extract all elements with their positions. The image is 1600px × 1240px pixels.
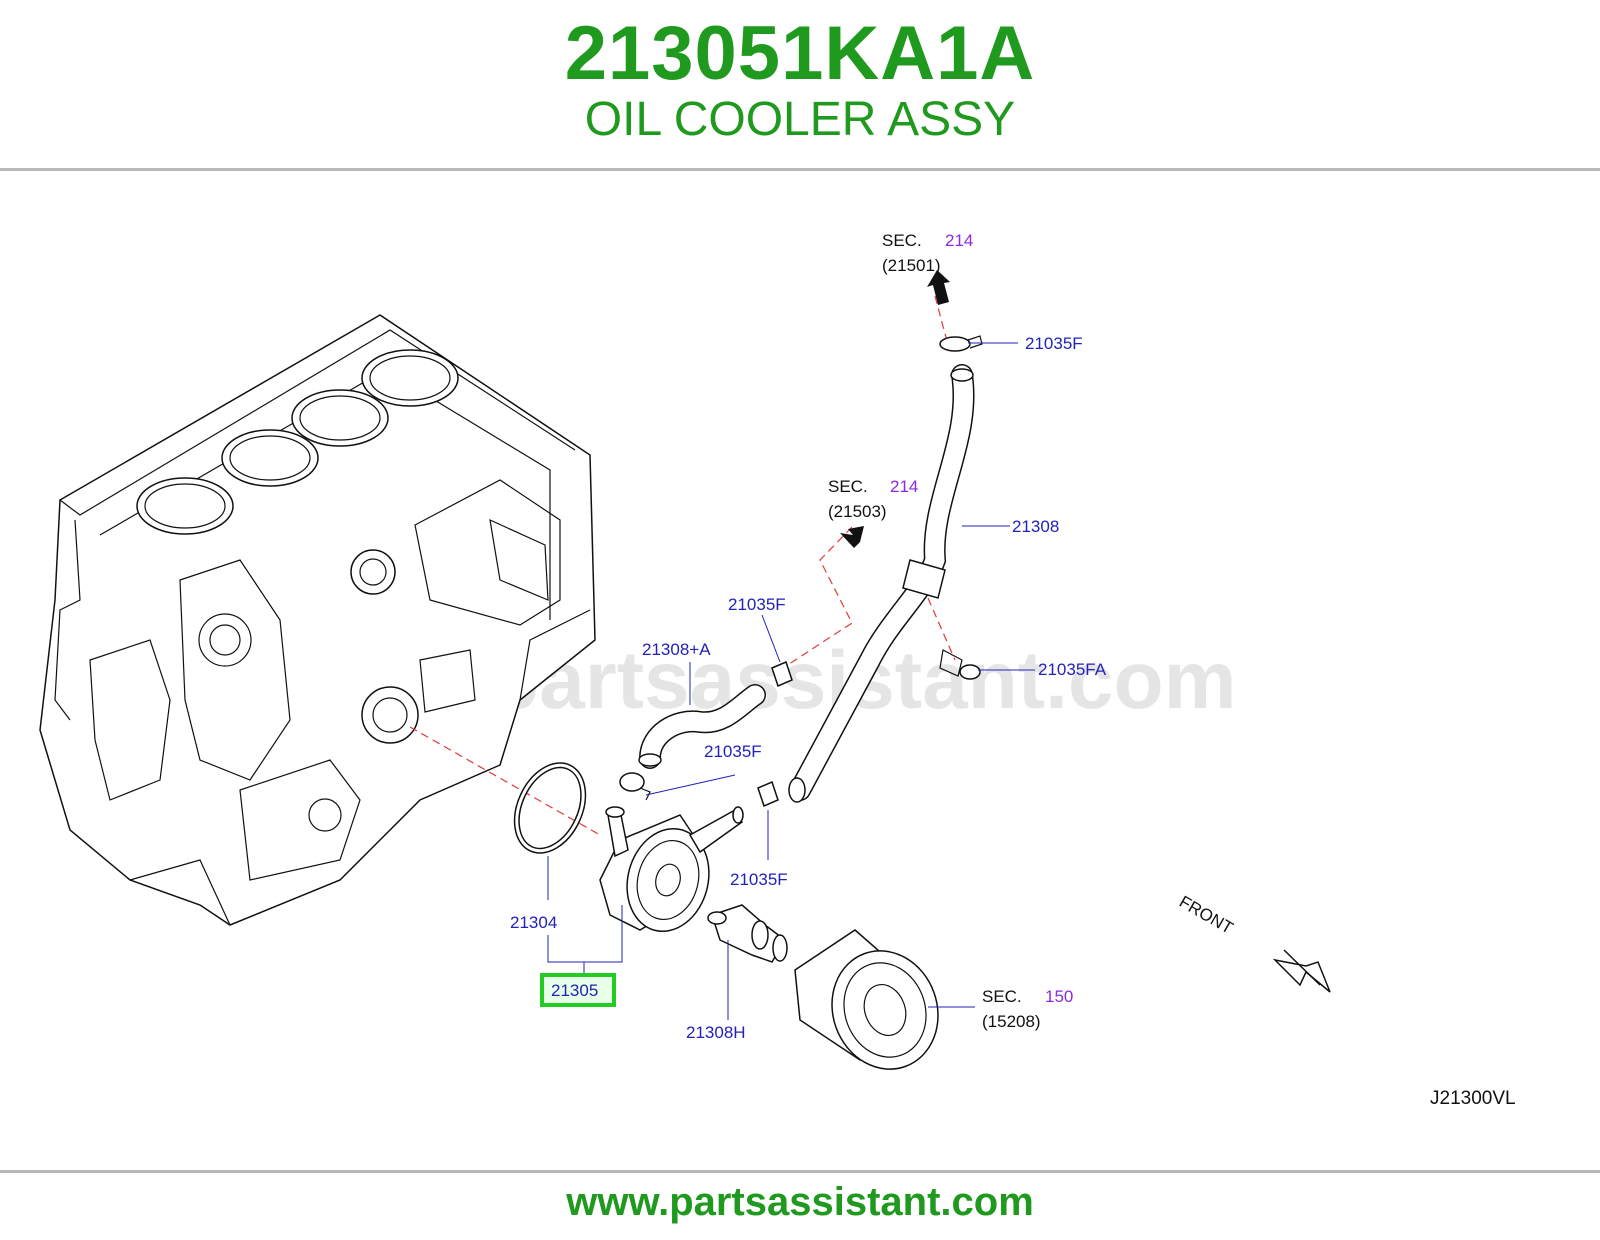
front-arrow-icon bbox=[1272, 949, 1331, 993]
connector-21308H bbox=[707, 904, 788, 963]
cylinder-bore-2 bbox=[221, 429, 319, 487]
cylinder-bore-4 bbox=[361, 349, 459, 407]
selected-part-highlight[interactable] bbox=[540, 973, 616, 1007]
sec-bot-number-link[interactable]: 150 bbox=[1045, 987, 1073, 1006]
dash-top-clamp bbox=[934, 295, 949, 346]
diagram-code: J21300VL bbox=[1430, 1088, 1516, 1109]
callout-21308H[interactable]: 21308H bbox=[686, 1023, 746, 1042]
sec-top-number-link[interactable]: 214 bbox=[945, 231, 973, 250]
oil-hose-21308A bbox=[638, 684, 766, 769]
dash-block-to-cooler bbox=[409, 726, 601, 836]
gasket-21304 bbox=[513, 762, 587, 854]
cylinder-bore-1 bbox=[136, 477, 234, 535]
sec-bot-label: SEC. bbox=[982, 987, 1022, 1006]
footer-url-link[interactable]: www.partsassistant.com bbox=[566, 1180, 1034, 1224]
hose-clamp-middle bbox=[619, 772, 651, 801]
cylinder-bore-3 bbox=[291, 389, 389, 447]
dash-mid-sec bbox=[779, 526, 853, 671]
sec-top-ref: (21501) bbox=[882, 256, 941, 275]
header-divider bbox=[0, 168, 1600, 171]
callout-21308A[interactable]: 21308+A bbox=[642, 640, 711, 659]
footer-divider bbox=[0, 1170, 1600, 1173]
callout-21035FA[interactable]: 21035FA bbox=[1038, 660, 1107, 679]
part-name-subtitle: OIL COOLER ASSY bbox=[584, 93, 1016, 146]
callout-21305[interactable]: 21305 bbox=[551, 981, 598, 1000]
oil-hose-21308 bbox=[788, 364, 975, 803]
leader-21035F-mid bbox=[645, 774, 736, 796]
leader-21305 bbox=[547, 905, 623, 975]
sec-bot-ref: (15208) bbox=[982, 1012, 1041, 1031]
hose-clamp-top bbox=[939, 335, 983, 352]
sec-mid-number-link[interactable]: 214 bbox=[890, 477, 918, 496]
callout-21304[interactable]: 21304 bbox=[510, 913, 557, 932]
sec-mid-ref: (21503) bbox=[828, 502, 887, 521]
hose-clamp-left bbox=[771, 660, 793, 688]
part-number-title: 213051KA1A bbox=[564, 11, 1036, 96]
callout-21035F-left[interactable]: 21035F bbox=[728, 595, 786, 614]
oil-filter-15208 bbox=[794, 929, 939, 1070]
header: 213051KA1A OIL COOLER ASSY bbox=[0, 0, 1600, 168]
hose-clamp-21035FA bbox=[939, 649, 981, 680]
callout-21035F-low[interactable]: 21035F bbox=[730, 870, 788, 889]
sec-mid-label: SEC. bbox=[828, 477, 868, 496]
callout-21035F-top[interactable]: 21035F bbox=[1025, 334, 1083, 353]
arrow-up-right-icon bbox=[840, 526, 864, 548]
dash-21035FA bbox=[927, 597, 956, 661]
sec-top-label: SEC. bbox=[882, 231, 922, 250]
oil-cooler-21305 bbox=[599, 806, 744, 933]
engine-block-drawing bbox=[39, 314, 596, 926]
arrow-up-icon bbox=[927, 270, 950, 305]
leader-21035F-left bbox=[761, 614, 781, 663]
callout-21308[interactable]: 21308 bbox=[1012, 517, 1059, 536]
front-label: FRONT bbox=[1176, 892, 1236, 938]
callout-21035F-mid[interactable]: 21035F bbox=[704, 742, 762, 761]
hose-clamp-lower bbox=[757, 780, 779, 808]
